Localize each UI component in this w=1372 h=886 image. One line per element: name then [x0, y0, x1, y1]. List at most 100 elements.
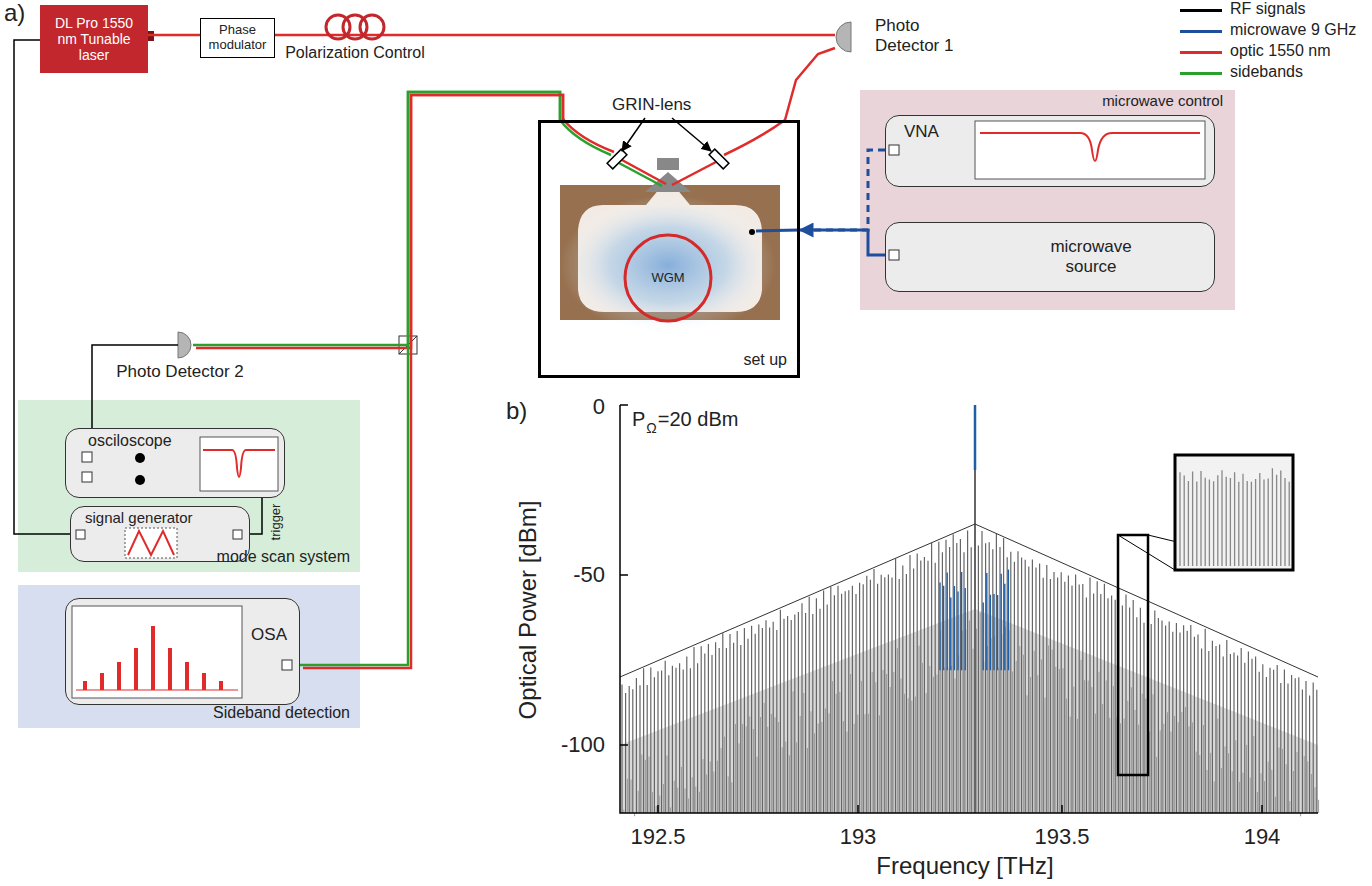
scope-screen: [200, 437, 278, 491]
node-text: microwave source: [1036, 237, 1146, 276]
beam: [672, 162, 716, 185]
axes: [620, 405, 1318, 813]
chart-label: 193: [840, 825, 877, 849]
inset-line: [1180, 468, 1289, 566]
chart-label: a): [4, 0, 25, 26]
knob: [135, 453, 145, 463]
connector: [14, 40, 70, 534]
node-text: VNA: [904, 122, 939, 142]
port: [233, 530, 242, 539]
port: [889, 145, 899, 155]
grin-lens: [709, 149, 729, 169]
connector-line: [388, 34, 835, 37]
chart-label: -100: [561, 733, 605, 757]
photodetector-symbol: [178, 332, 191, 358]
panel-ground: [860, 90, 1235, 310]
setup-box: set up WGM: [538, 120, 800, 378]
inset: [1175, 455, 1293, 570]
fiber: [724, 120, 785, 155]
instrument-fill: [65, 428, 285, 498]
chart-label: P: [632, 408, 645, 430]
node-text: Phase modulator: [201, 23, 274, 53]
legend-swatch: [1180, 72, 1222, 75]
node-text: Sideband detection: [213, 704, 350, 722]
panel-ground: [18, 585, 360, 728]
chart-label: Frequency [THz]: [876, 853, 1053, 879]
grin-lens: [607, 149, 627, 169]
connector: [250, 498, 262, 534]
port: [282, 660, 292, 670]
detection-panel: Sideband detection OSA: [18, 585, 360, 728]
legend-swatch: [1180, 30, 1222, 33]
scope-trace: [203, 450, 275, 477]
chart-label: b): [506, 398, 527, 424]
osa-peaks: [85, 626, 221, 690]
chart-label: -50: [573, 563, 605, 587]
legend-text: RF signals: [1230, 0, 1306, 18]
node-text: osciloscope: [88, 432, 172, 450]
zoom-region: [1118, 535, 1148, 775]
vna-trace: [980, 133, 1200, 161]
legend-swatch: [1180, 51, 1222, 54]
instrument-box: OSA: [65, 598, 300, 705]
antenna-tip: [749, 229, 755, 235]
legend-text: sidebands: [1230, 63, 1303, 81]
photodetector: Photo Detector 2: [178, 332, 193, 358]
instrument-fill: [885, 115, 1215, 187]
connector-line: [785, 48, 835, 120]
node-text: microwave control: [1102, 92, 1223, 109]
microwave-field: [560, 195, 776, 335]
antenna-wire: [756, 230, 800, 231]
connector-line: [196, 95, 563, 348]
instrument-box: VNA: [885, 115, 1215, 187]
fiber-loop: [360, 15, 384, 39]
connector-line: [193, 92, 560, 345]
beam: [619, 163, 662, 186]
laser-box: DL Pro 1550 nm Tunable laser: [40, 5, 148, 73]
instrument-box: microwave source: [885, 222, 1215, 292]
instrument-fill: [65, 598, 300, 705]
legend-swatch: [1180, 9, 1222, 12]
connector-line: [250, 498, 262, 534]
edge-label: trigger: [269, 504, 283, 541]
triangle-wave: [128, 531, 174, 555]
connector: [92, 345, 178, 428]
connector: [785, 48, 835, 120]
modulator-box: Phase modulator: [200, 18, 275, 58]
port: [889, 250, 899, 260]
node-text: signal generator: [85, 509, 193, 526]
node-text: mode scan system: [217, 548, 350, 566]
instrument-fill: [885, 222, 1215, 292]
instrument-box: osciloscope: [65, 428, 285, 498]
inset-comb: [1180, 468, 1289, 566]
control-panel: microwave controlVNA microwave source: [860, 90, 1235, 310]
node-text: set up: [743, 351, 787, 369]
node-text: WGM: [622, 271, 714, 286]
node-text: DL Pro 1550 nm Tunable laser: [40, 15, 148, 63]
connector: [388, 35, 835, 36]
optical-parts: [148, 15, 851, 358]
connector-line: [800, 150, 885, 230]
connector-line: [14, 40, 70, 534]
connector-line: [92, 345, 178, 428]
chart-label: 192.5: [630, 825, 685, 849]
node-text: OSA: [251, 625, 287, 645]
port: [82, 452, 92, 462]
panel-ground: [18, 400, 360, 572]
resonator-setup: [560, 118, 800, 335]
photodetector-symbol: [836, 22, 851, 52]
node-text: Photo Detector 2: [105, 362, 255, 382]
legend-text: optic 1550 nm: [1230, 42, 1331, 60]
chart-label: Ω: [646, 421, 656, 436]
vna-screen: [975, 121, 1205, 179]
low-power-carrier: [974, 405, 977, 470]
beam: [622, 160, 666, 184]
generator-screen: [125, 528, 177, 558]
connector: [800, 230, 885, 255]
scan-panel: mode scan system osciloscope signal genera…: [18, 400, 360, 572]
connector-line: [800, 230, 885, 255]
connector-line: [148, 34, 200, 37]
